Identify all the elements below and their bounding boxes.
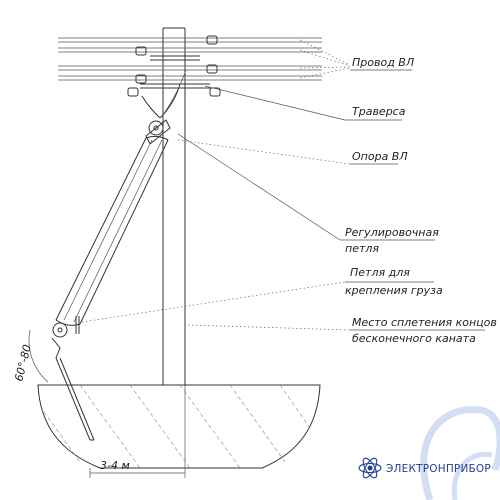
label-crossarm: Траверса [352, 105, 406, 118]
labels: Провод ВЛ Траверса Опора ВЛ Регулировочн… [345, 56, 497, 345]
angle-label: 60°-80 [12, 343, 34, 383]
brand-logo: ЭЛЕКТРОНПРИБОР [358, 457, 491, 479]
wires [58, 37, 322, 81]
sleeve [55, 135, 169, 326]
distance-label: 3-4 м [100, 459, 130, 472]
label-wire: Провод ВЛ [352, 56, 414, 69]
top-pulley [145, 119, 171, 145]
watermark-swirl [420, 406, 500, 500]
label-adjust-loop-line1: Регулировочная [345, 226, 439, 239]
crossarm [140, 55, 210, 89]
label-adjust-loop-line2: петля [345, 242, 379, 255]
insulators [127, 35, 221, 97]
label-weight-loop-line1: Петля для [350, 266, 410, 279]
label-weight-loop-line2: крепления груза [345, 284, 443, 297]
top-rope [141, 69, 187, 119]
bottom-pulley [51, 316, 95, 441]
label-splice-line1: Место сплетения концов [352, 316, 497, 329]
leader-lines [81, 39, 485, 331]
label-splice-line2: бесконечного каната [352, 332, 476, 345]
label-pole: Опора ВЛ [352, 150, 408, 163]
atom-icon [358, 457, 382, 479]
angle-dimension: 60°-80 [12, 329, 49, 383]
ground [37, 384, 321, 469]
brand-name: ЭЛЕКТРОНПРИБОР [386, 463, 491, 475]
distance-dimension: 3-4 м [89, 385, 186, 478]
ground-hatching [43, 384, 311, 469]
